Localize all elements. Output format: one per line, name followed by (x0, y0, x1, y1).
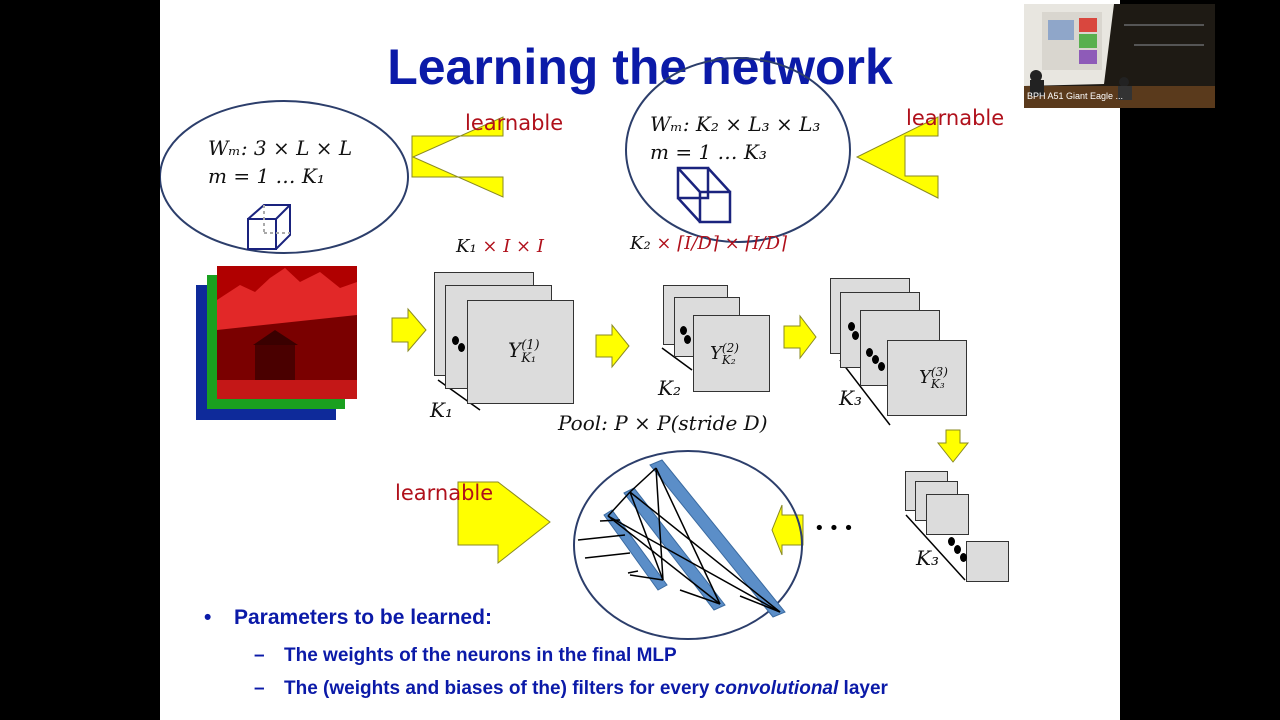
ellipsis-dot (960, 553, 967, 562)
arrow-icon (783, 314, 817, 360)
dim2-k: K₂ (630, 233, 651, 254)
dim1-k: K₁ (456, 236, 477, 257)
bullet-dot: • (204, 606, 212, 629)
k3-label-bottom: K₃ (916, 546, 939, 570)
arrow-icon (457, 481, 551, 565)
mlp-bars (603, 459, 786, 618)
feature-map-1c (467, 300, 574, 404)
mlp-ellipse (573, 450, 803, 640)
slide-title: Learning the network (387, 39, 893, 95)
mlp-connections (577, 467, 781, 613)
bullet-sub1: –The weights of the neurons in the final… (254, 645, 677, 666)
bullet-dash: – (254, 645, 265, 666)
dim2-rest: × ⌈I/D⌉ × ⌈I/D⌉ (650, 233, 788, 254)
ellipsis-dot (452, 336, 459, 345)
ellipsis-dot (872, 355, 879, 364)
filter1-line1: Wₘ: 3 × L × L (208, 136, 353, 160)
learnable-label: learnable (395, 481, 494, 505)
k1-label: K₁ (430, 398, 453, 422)
webcam-scene (1024, 4, 1215, 108)
filter2-line1: Wₘ: K₂ × L₃ × L₃ (650, 112, 821, 136)
learnable-label: learnable (906, 106, 1005, 130)
webcam-label: BPH A51 Giant Eagle ... (1027, 91, 1124, 101)
filter2-ellipse (625, 57, 851, 243)
feature-map-2c (693, 315, 770, 392)
arrow-icon (595, 323, 630, 369)
ellipsis-dot (848, 322, 855, 331)
y2-label: Y(2)K₂ (710, 341, 739, 367)
k3-label: K₃ (839, 386, 862, 410)
ellipsis: ••• (814, 518, 858, 539)
bullet-dash: – (254, 678, 265, 699)
webcam-video[interactable] (1024, 4, 1215, 108)
filter2-line2: m = 1 … K₃ (650, 140, 767, 164)
ellipsis-dot (684, 335, 691, 344)
input-red-image (217, 268, 357, 399)
learnable-label: learnable (465, 111, 564, 135)
dim1-label: K₁ × I × I (456, 236, 544, 257)
cube-icon (247, 204, 291, 250)
y1-label: Y(1)K₁ (508, 337, 540, 366)
ellipsis-dot (852, 331, 859, 340)
ellipsis-dot (680, 326, 687, 335)
arrow-icon (771, 504, 804, 556)
arrow-icon (411, 116, 504, 198)
feature-map-3d (887, 340, 967, 416)
cube-icon (676, 166, 732, 224)
bullet-main: •Parameters to be learned: (204, 606, 492, 629)
ellipsis-dot (948, 537, 955, 546)
arrow-icon (855, 116, 939, 199)
k2-label: K₂ (658, 376, 681, 400)
bullet-sub2: –The (weights and biases of the) filters… (254, 678, 888, 699)
arrow-icon (936, 429, 970, 463)
arrow-icon (391, 307, 427, 353)
feature-map-4c (926, 494, 969, 535)
y3-label: Y(3)K₃ (919, 365, 948, 391)
dim2-label: K₂ × ⌈I/D⌉ × ⌈I/D⌉ (630, 233, 787, 254)
slide: Learning the network (160, 0, 1120, 720)
ellipsis-dot (878, 362, 885, 371)
filter1-ellipse (160, 100, 409, 254)
ellipsis-dot (866, 348, 873, 357)
feature-map-4d (966, 541, 1009, 582)
ellipsis-dot (954, 545, 961, 554)
diagram (160, 57, 970, 640)
dim1-rest: × I × I (476, 236, 544, 257)
ellipsis-dot (458, 343, 465, 352)
filter1-line2: m = 1 … K₁ (208, 164, 325, 188)
pool-label: Pool: P × P(stride D) (558, 411, 768, 435)
